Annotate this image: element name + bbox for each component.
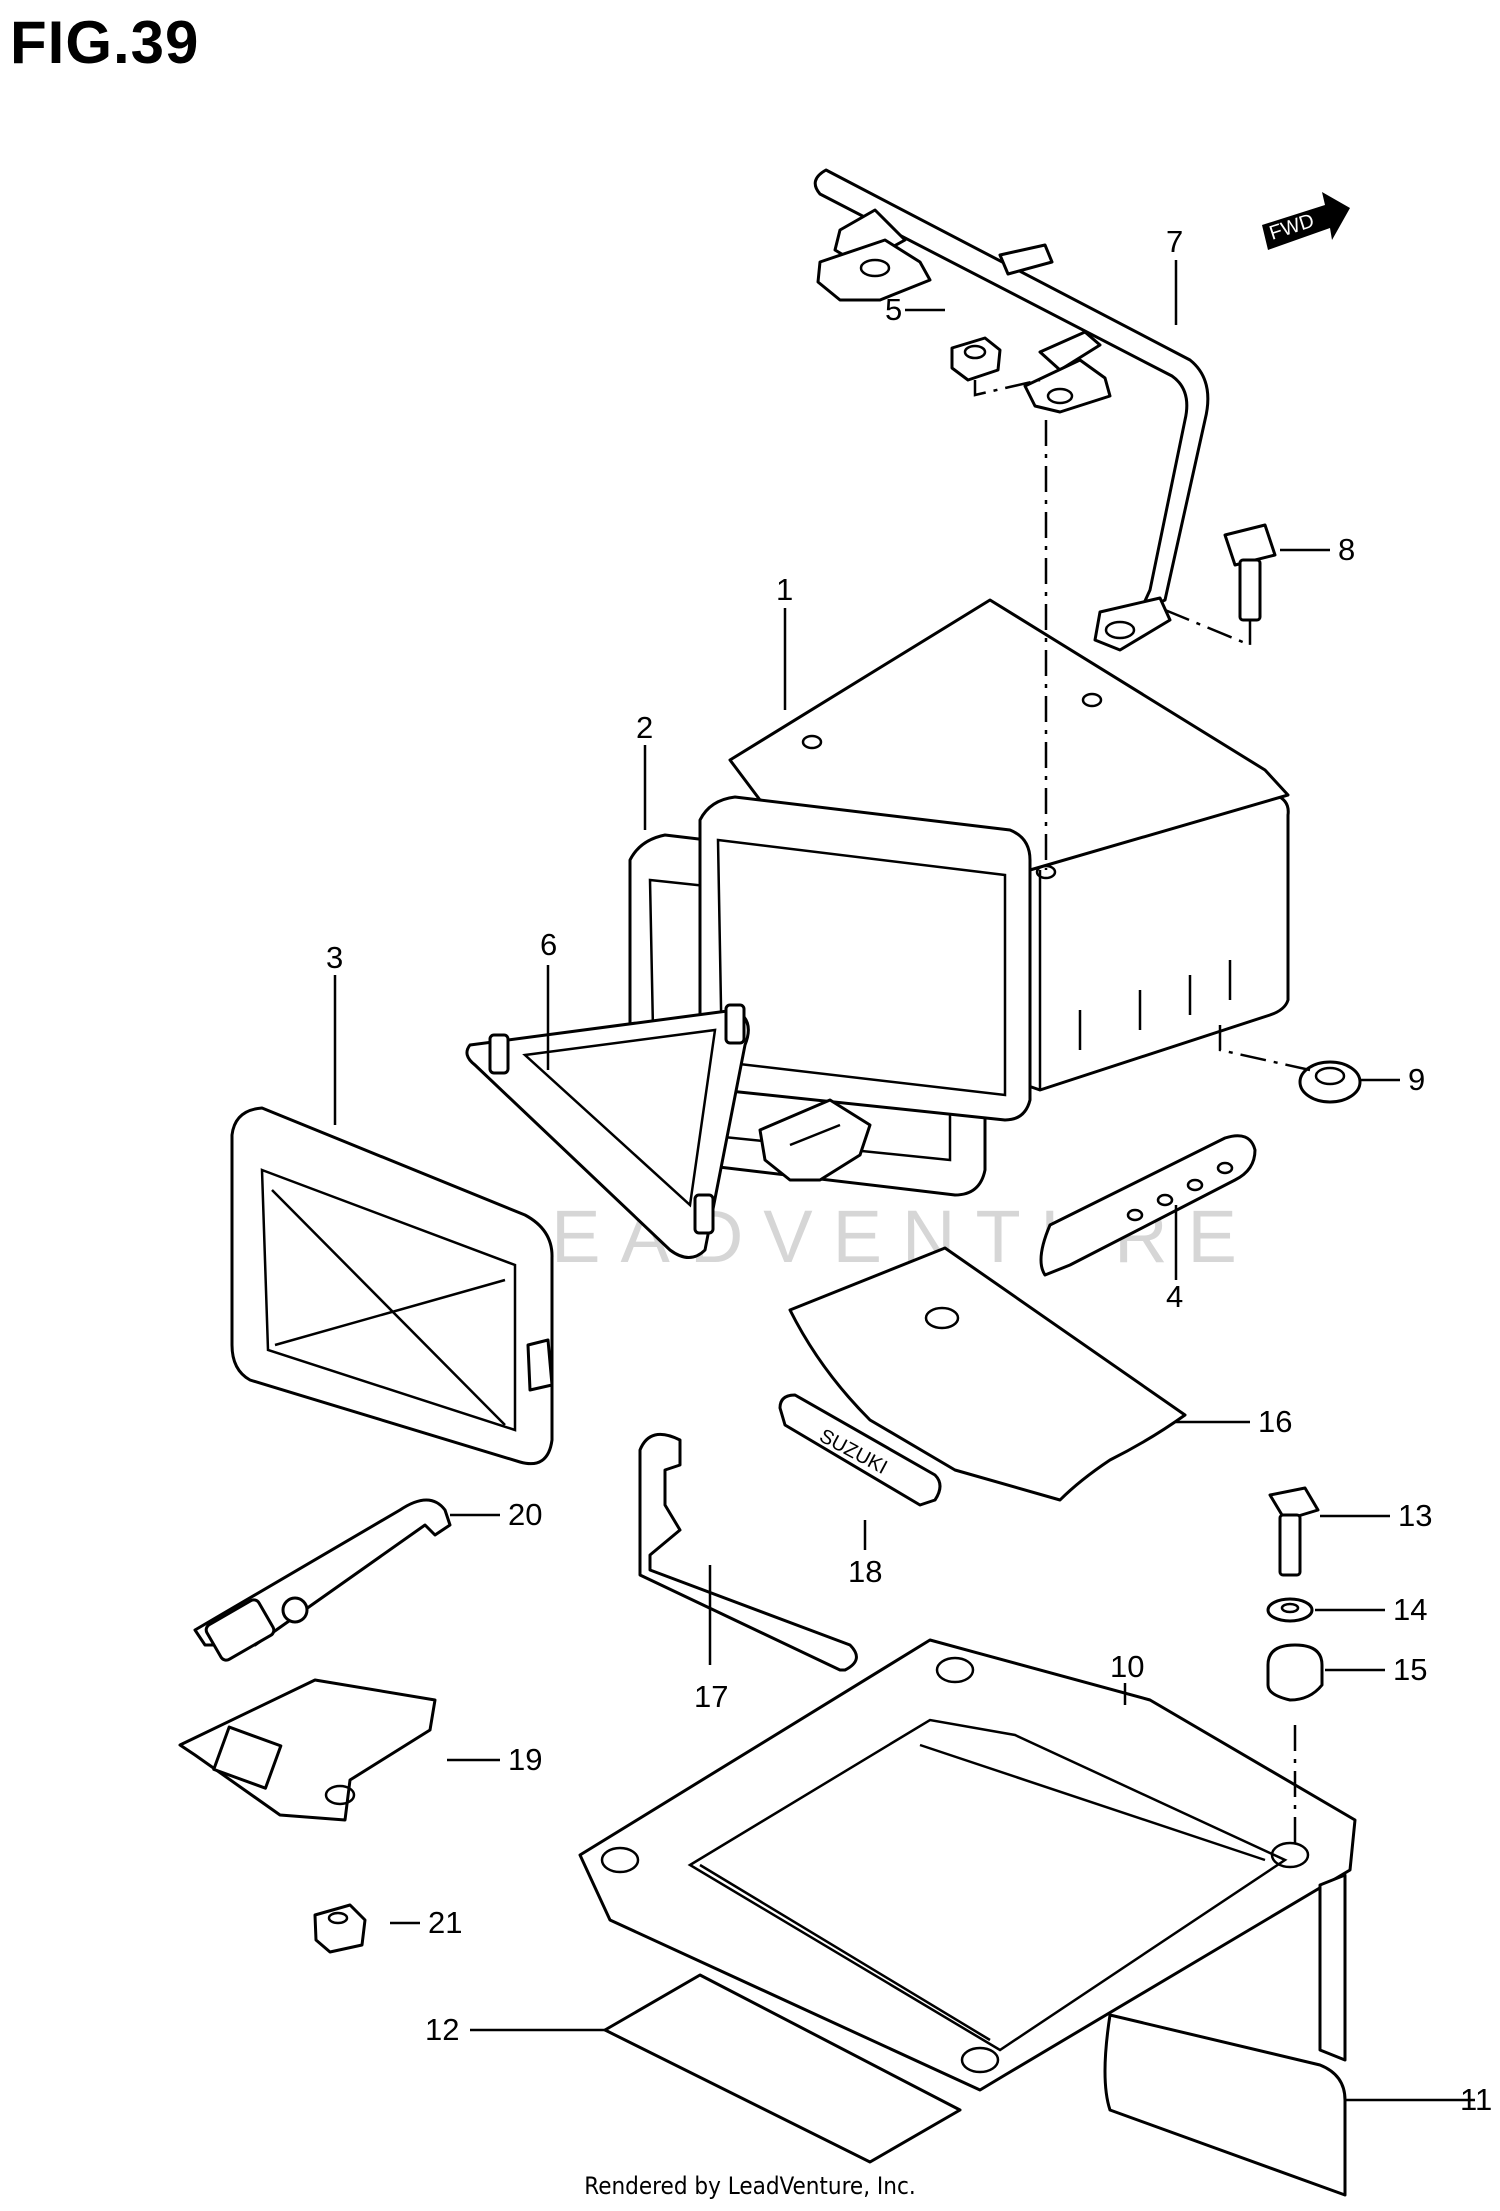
callout-17: 17 [694, 1679, 728, 1714]
strap-part[interactable] [1039, 1134, 1257, 1277]
hook-strap-part[interactable] [193, 1498, 452, 1662]
carrier-frame-part[interactable] [813, 168, 1210, 652]
callout-8: 8 [1338, 532, 1355, 567]
callout-11: 11 [1460, 2082, 1492, 2117]
figure-title: FIG.39 [10, 9, 200, 76]
callout-12: 12 [425, 2012, 459, 2047]
triangle-bracket-part[interactable] [465, 1003, 750, 1259]
base-tray-part[interactable] [578, 1638, 1357, 2092]
hinge-bracket-part[interactable] [178, 1678, 437, 1822]
side-plate-part[interactable] [1103, 1873, 1347, 2197]
callout-1: 1 [776, 572, 793, 607]
callout-10: 10 [1110, 1649, 1144, 1684]
callout-15: 15 [1393, 1652, 1427, 1687]
nut-part-21[interactable] [313, 1903, 367, 1954]
grommet-part-9[interactable] [1298, 1060, 1362, 1104]
callout-7: 7 [1166, 224, 1183, 259]
washer-part-14[interactable] [1266, 1597, 1314, 1623]
bolt-part-8[interactable] [1223, 523, 1277, 622]
callout-3: 3 [326, 940, 343, 975]
bushing-part-15[interactable] [1266, 1643, 1324, 1702]
suzuki-tube-part[interactable]: SUZUKI [778, 1393, 942, 1507]
tool-bag-part[interactable] [788, 1246, 1187, 1502]
cushion-pad-part[interactable] [603, 1973, 962, 2164]
callout-2: 2 [636, 710, 653, 745]
forward-direction-arrow: FWD [1262, 192, 1350, 250]
lid-cover-part[interactable] [230, 1106, 554, 1466]
callout-18: 18 [848, 1554, 882, 1589]
leader-lines [333, 260, 1475, 2102]
spanner-wrench-part[interactable] [638, 1432, 858, 1672]
callout-5: 5 [885, 292, 902, 327]
callout-13: 13 [1398, 1498, 1432, 1533]
assembly-dash-lines [973, 378, 1311, 1845]
callout-9: 9 [1408, 1062, 1425, 1097]
callout-6: 6 [540, 927, 557, 962]
case-latch [758, 1098, 872, 1182]
callout-20: 20 [508, 1497, 542, 1532]
nut-part-5[interactable] [950, 336, 1002, 382]
callout-14: 14 [1393, 1592, 1427, 1627]
callout-19: 19 [508, 1742, 542, 1777]
callout-21: 21 [428, 1905, 462, 1940]
callout-16: 16 [1258, 1404, 1292, 1439]
callout-labels: 1 2 3 4 5 6 7 8 9 10 11 12 13 14 15 16 1… [326, 224, 1492, 2117]
callout-4: 4 [1166, 1279, 1183, 1314]
footer-credit: Rendered by LeadVenture, Inc. [584, 2172, 916, 2200]
bolt-part-13[interactable] [1268, 1486, 1320, 1577]
